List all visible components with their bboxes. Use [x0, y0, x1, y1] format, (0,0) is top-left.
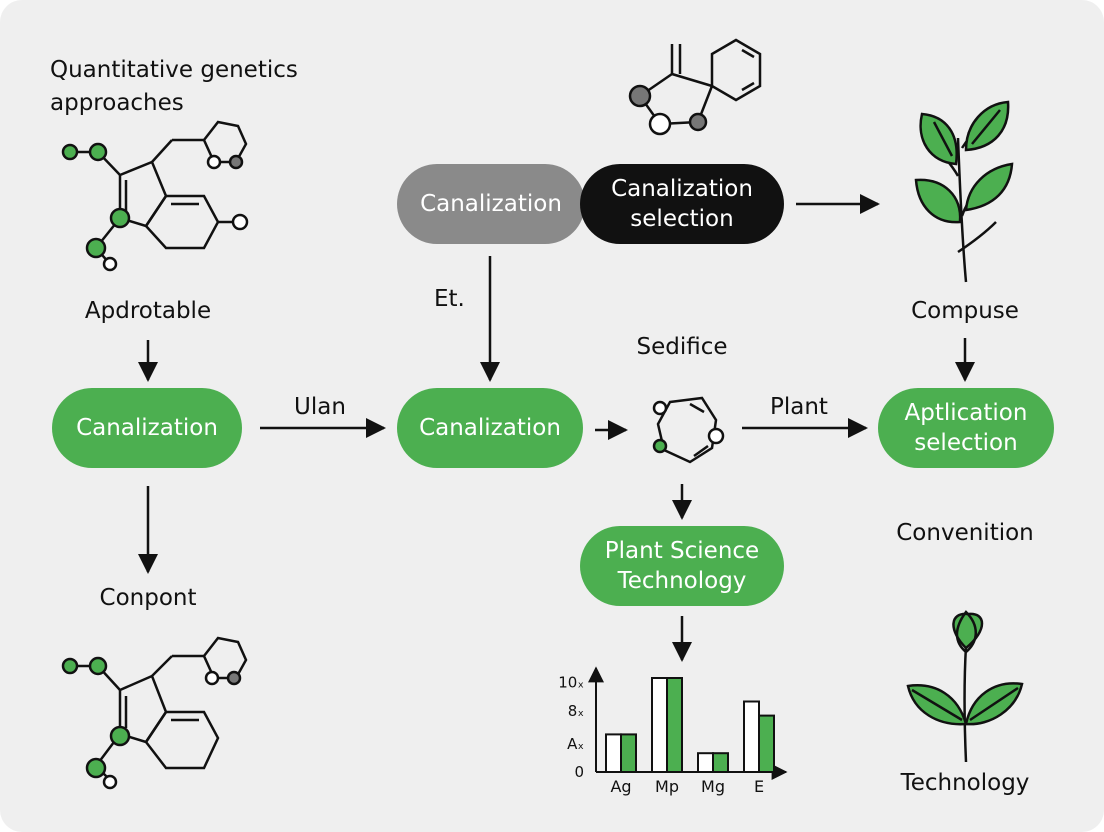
bar-mg-1	[697, 752, 714, 774]
x-tick-label: Ag	[610, 777, 631, 796]
plant-sprout-icon	[914, 100, 1014, 283]
label-ulan: Ulan	[294, 394, 346, 420]
ring-molecule-icon	[652, 396, 725, 464]
y-tick-label: 10ₓ	[558, 674, 584, 692]
x-tick-label: Mp	[655, 777, 679, 796]
node-label: Plant Science Technology	[604, 538, 760, 594]
label-plant: Plant	[770, 394, 828, 420]
leaf-sprout-icon	[906, 610, 1024, 763]
node-plant-science-technology[interactable]: Plant Science Technology	[580, 526, 784, 606]
node-canalization-left[interactable]: Canalization	[52, 388, 242, 468]
bar-mp-2	[666, 677, 683, 773]
label-compuse: Compuse	[911, 298, 1019, 324]
bar-mp-1	[651, 677, 668, 773]
y-tick-label: 8ₓ	[568, 702, 584, 720]
node-label: Canalization selection	[611, 176, 753, 232]
label-apdrotable: Apdrotable	[84, 298, 212, 324]
bar-ag-1	[605, 733, 622, 774]
bar-e-2	[758, 714, 775, 773]
node-label: Canalization	[76, 415, 218, 441]
bar-chart: Ag Mp Mg E 0 Aₓ 8ₓ 10ₓ	[558, 666, 788, 796]
bar-mg-2	[712, 752, 729, 774]
y-tick-label: Aₓ	[567, 735, 584, 753]
x-tick-label: Mg	[701, 777, 725, 796]
label-sedifice: Sedifice	[636, 334, 728, 360]
label-et: Et.	[434, 286, 465, 312]
label-conpont: Conpont	[99, 585, 197, 611]
node-canalization-center[interactable]: Canalization	[397, 388, 583, 468]
node-aptlication-selection[interactable]: Aptlication selection	[878, 388, 1054, 468]
bar-ag-2	[620, 733, 637, 774]
node-canalization-grey[interactable]: Canalization	[397, 164, 585, 244]
ring-molecule-icon	[628, 38, 762, 136]
label-convenition: Convenition	[896, 520, 1034, 546]
diagram-title: Quantitative genetics approaches	[50, 57, 298, 116]
molecule-icon	[61, 120, 249, 272]
node-label: Canalization	[420, 191, 562, 217]
node-canalization-selection[interactable]: Canalization selection	[580, 164, 784, 244]
node-label: Canalization	[419, 415, 561, 441]
y-tick-label: 0	[574, 763, 584, 781]
molecule-icon	[61, 636, 248, 790]
node-label: Aptlication selection	[904, 400, 1028, 456]
x-tick-label: E	[754, 777, 764, 796]
bar-e-1	[743, 700, 760, 773]
label-technology: Technology	[900, 770, 1030, 796]
